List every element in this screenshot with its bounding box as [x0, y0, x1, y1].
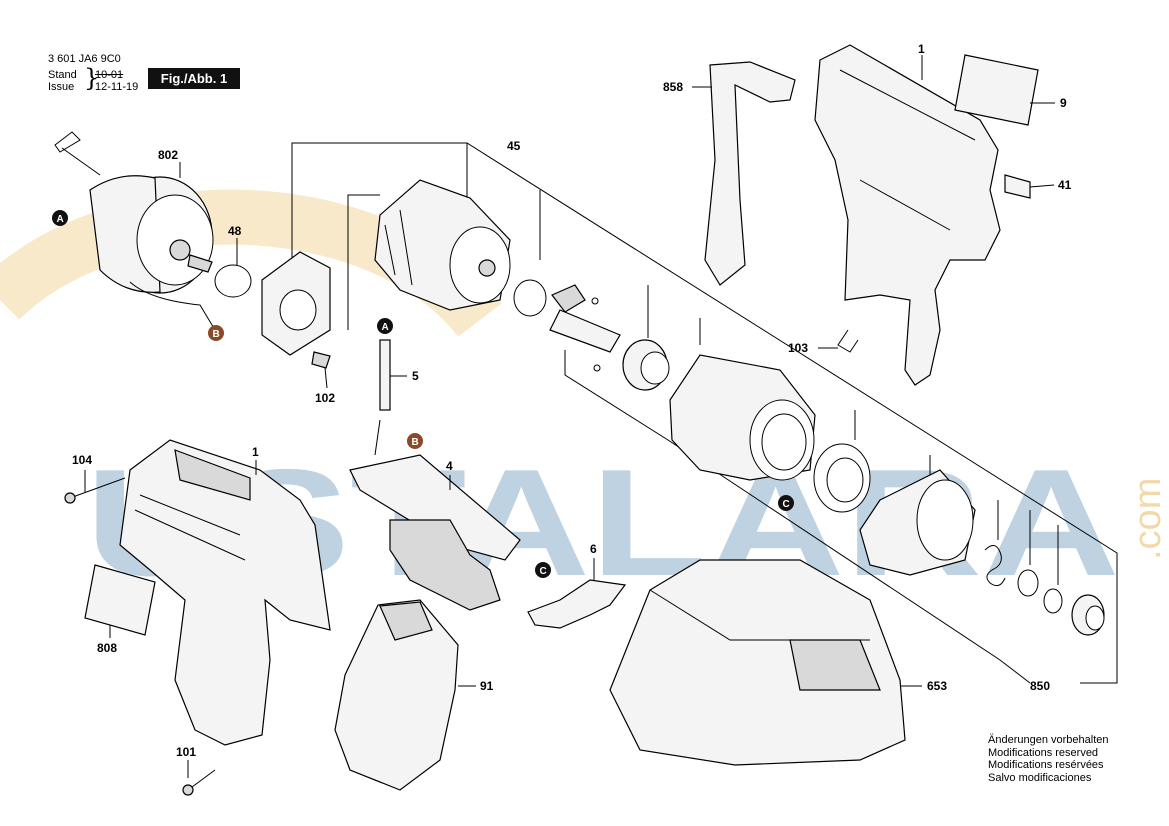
contact-plate-6	[527, 579, 627, 629]
label-102: 102	[315, 391, 335, 405]
svg-text:C: C	[783, 499, 790, 510]
marker-b-motor: B	[208, 325, 224, 341]
gear-housing	[669, 354, 816, 481]
o-ring-gearbox	[513, 279, 547, 317]
bearing-plate	[261, 251, 331, 356]
sleeve-850	[1071, 594, 1105, 636]
label-41: 41	[1058, 178, 1072, 192]
label-48: 48	[228, 224, 242, 238]
o-ring-48	[214, 264, 252, 298]
charger-653	[609, 559, 906, 766]
nameplate-41	[1004, 174, 1031, 199]
ring-850b	[1043, 588, 1063, 614]
shaft-5	[379, 339, 391, 411]
motor-802	[54, 131, 216, 331]
marker-b-switch: B	[407, 433, 423, 449]
spindle	[549, 284, 621, 372]
svg-text:B: B	[412, 437, 419, 448]
screw-104	[64, 477, 126, 504]
label-850: 850	[1030, 679, 1050, 693]
nose-cap	[859, 469, 976, 576]
note-es: Salvo modificaciones	[988, 771, 1092, 784]
gearbox-45	[374, 179, 511, 311]
assembly-guide-lines	[291, 142, 1118, 684]
label-4: 4	[446, 459, 453, 473]
figure-tag: Fig./Abb. 1	[148, 68, 240, 89]
part-number: 3 601 JA6 9C0	[48, 53, 121, 65]
screw-102	[311, 351, 331, 369]
svg-text:B: B	[213, 329, 220, 340]
label-858: 858	[663, 80, 683, 94]
marker-c-switch: C	[535, 562, 551, 578]
brace-glyph: }	[84, 64, 100, 92]
label-802: 802	[158, 148, 178, 162]
marker-a-shaft: A	[377, 318, 393, 334]
note-en: Modifications reserved	[988, 746, 1099, 759]
label-9: 9	[1060, 96, 1067, 110]
part-labels: 802 48 45 858 1 9 41 103 102 5 104 1 4 6…	[72, 42, 1072, 759]
label-653: 653	[927, 679, 947, 693]
label-104: 104	[72, 453, 92, 467]
label-6: 6	[590, 542, 597, 556]
issue-label: Issue	[48, 81, 75, 93]
battery-91	[334, 599, 459, 791]
hook-103	[837, 329, 859, 353]
label-45: 45	[507, 139, 521, 153]
label-101: 101	[176, 745, 196, 759]
housing-half-1-right	[814, 44, 1001, 386]
hammer-nut	[622, 339, 670, 391]
clamp-ring	[813, 443, 871, 513]
label-plate-9	[954, 54, 1039, 126]
label-91: 91	[480, 679, 494, 693]
stand-label: Stand	[48, 69, 77, 81]
spring-850	[984, 545, 1006, 587]
note-fr: Modifications resérvées	[988, 759, 1104, 771]
modification-notes: Änderungen vorbehalten Modifications res…	[988, 734, 1108, 784]
marker-c-ring: C	[778, 495, 794, 511]
watermark-suffix: .com	[1127, 478, 1169, 560]
leader-lines	[84, 55, 1055, 778]
issue-value: 12-11-19	[95, 81, 139, 93]
housing-half-1-left	[119, 439, 331, 746]
svg-text:A: A	[382, 322, 389, 333]
svg-text:A: A	[57, 214, 64, 225]
svg-text:C: C	[540, 566, 547, 577]
note-de: Änderungen vorbehalten	[988, 734, 1109, 746]
label-1-top: 1	[918, 42, 925, 56]
stand-value: 10-01	[95, 69, 124, 81]
label-808	[84, 564, 156, 636]
marker-a-motor: A	[52, 210, 68, 226]
connection-markers: A B A B C C	[52, 210, 794, 578]
label-5: 5	[412, 369, 419, 383]
label-808: 808	[97, 641, 117, 655]
switch-4	[349, 419, 521, 611]
screw-101	[182, 769, 216, 796]
ring-850a	[1017, 569, 1039, 597]
label-103: 103	[788, 341, 808, 355]
belt-clip-858	[704, 61, 796, 286]
label-1-left: 1	[252, 445, 259, 459]
